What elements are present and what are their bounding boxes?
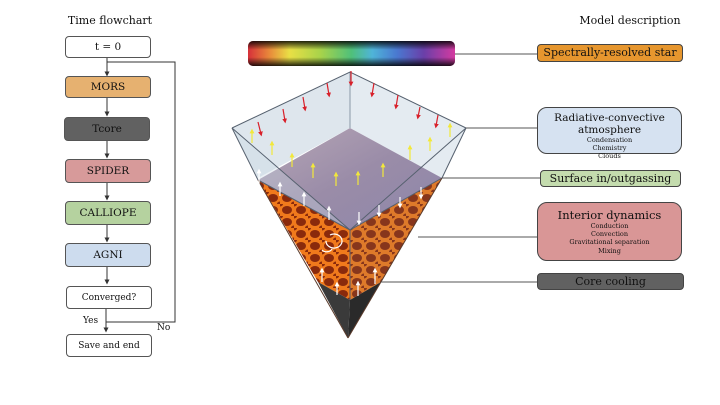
model-atmosphere-detail: Chemistry (592, 144, 627, 153)
model-core: Core cooling (537, 273, 684, 290)
flow-step-converged: Converged? (66, 286, 152, 309)
model-atmosphere-detail: Condensation (586, 136, 633, 145)
model-interior-detail: Convection (590, 230, 629, 239)
yes-label: Yes (83, 316, 99, 326)
model-surface-title: Surface in/outgassing (549, 172, 672, 185)
model-surface: Surface in/outgassing (540, 170, 681, 187)
model-interior-detail: Conduction (590, 222, 629, 231)
flow-step-calliope: CALLIOPE (65, 201, 151, 225)
model-interior-title: Interior dynamics (557, 208, 662, 222)
flow-step-agni: AGNI (65, 243, 151, 267)
flow-step-t0: t = 0 (65, 36, 151, 58)
flow-step-mors: MORS (65, 76, 151, 98)
flowchart-heading: Time flowchart (67, 14, 153, 27)
flow-step-save-and-end: Save and end (66, 334, 152, 357)
no-label: No (157, 323, 171, 333)
model-star: Spectrally-resolved star (537, 44, 683, 62)
model-atmosphere: Radiative-convective atmosphere Condensa… (537, 107, 682, 160)
model-atmosphere-title: Radiative-convective atmosphere (554, 112, 665, 137)
model-interior-detail: Mixing (598, 246, 621, 255)
model-atmosphere-detail: Clouds (598, 152, 621, 161)
convection-swirl-icon (321, 233, 343, 253)
flow-step-spider: SPIDER (65, 159, 151, 183)
model-interior: Interior dynamics Conduction Convection … (537, 202, 682, 261)
model-core-title: Core cooling (575, 275, 646, 288)
model-description-heading: Model description (579, 14, 681, 27)
model-interior-detail: Gravitational separation (569, 238, 650, 247)
model-star-title: Spectrally-resolved star (543, 46, 677, 59)
flow-step-tcore: Tcore (64, 117, 150, 141)
